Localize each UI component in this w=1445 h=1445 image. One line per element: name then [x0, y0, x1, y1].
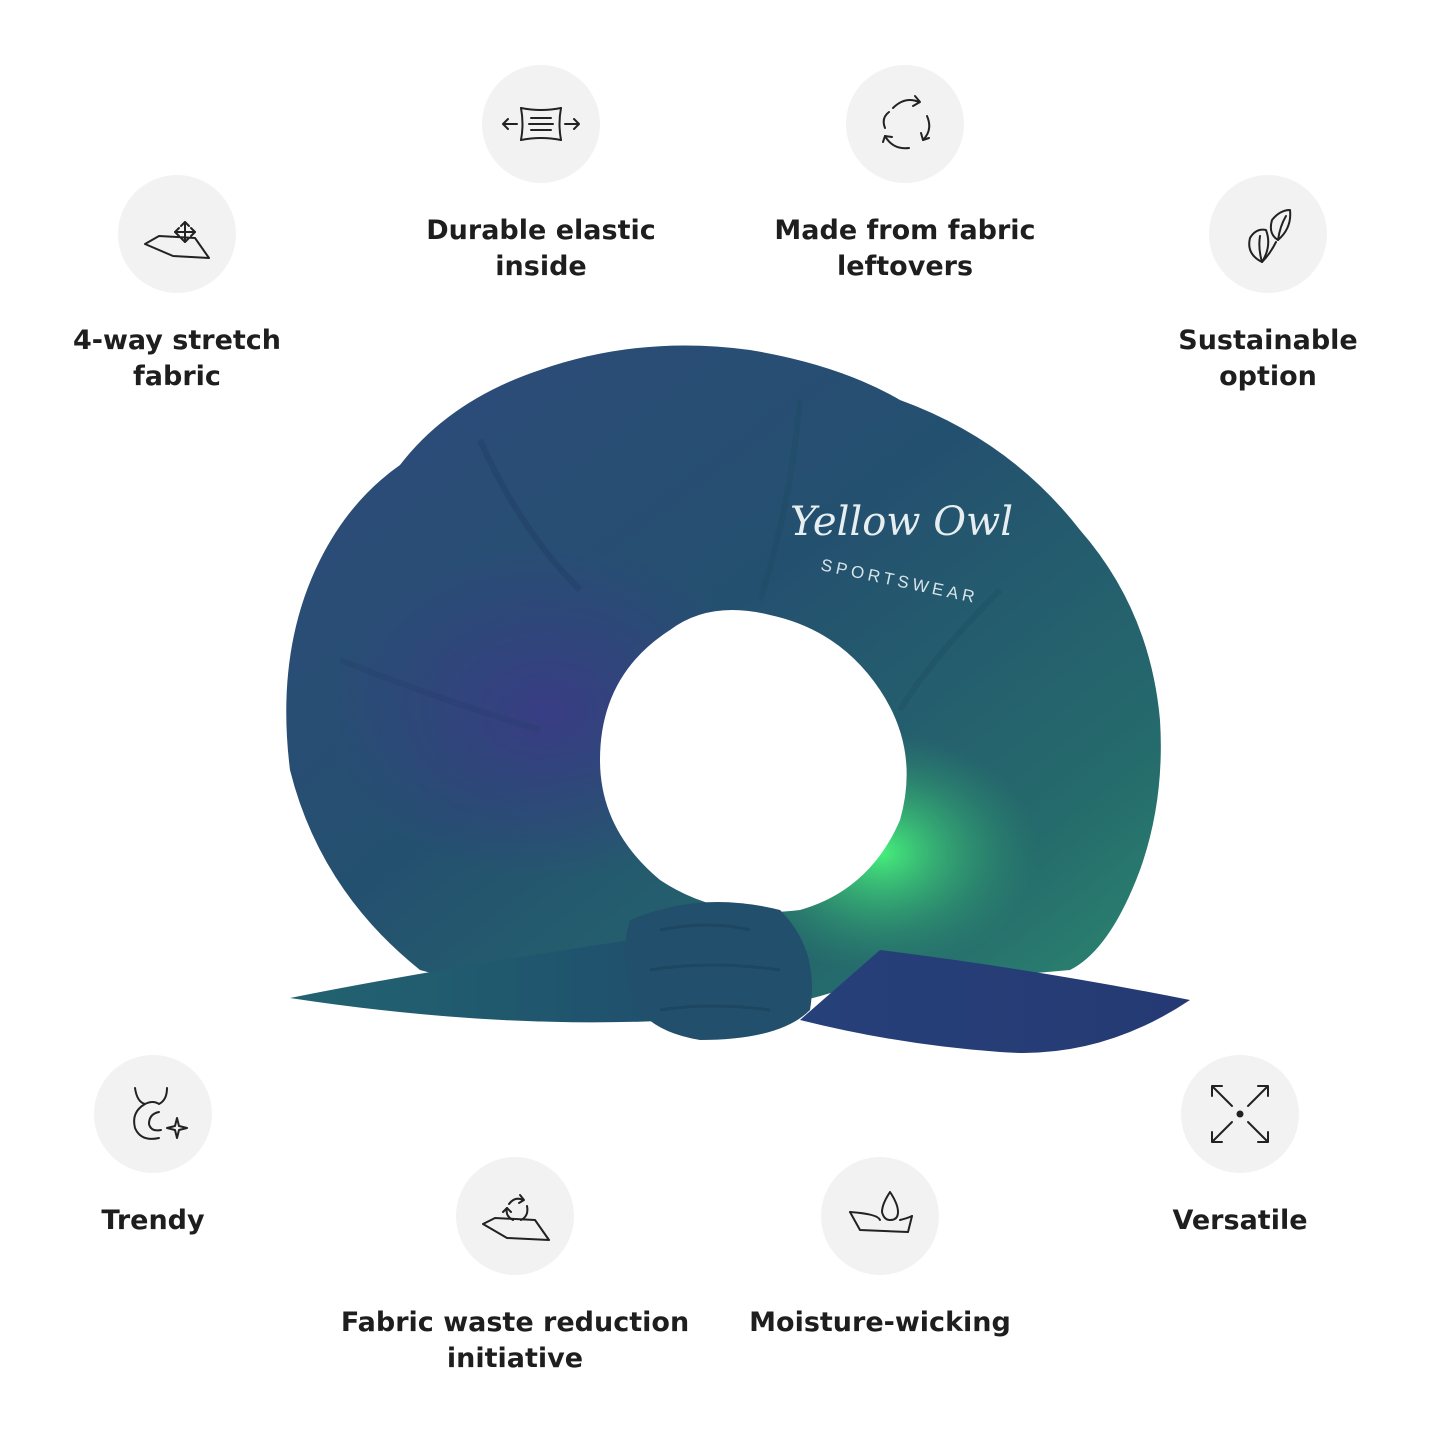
feature-label: Trendy	[101, 1205, 205, 1236]
trendy-icon	[94, 1055, 212, 1173]
water-drop-icon	[821, 1157, 939, 1275]
feature-waste-reduction: Fabric waste reduction initiative	[335, 1157, 695, 1377]
leaves-icon	[1209, 175, 1327, 293]
scrunchie-product-image: Yellow Owl SPORTSWEAR	[286, 345, 1190, 1053]
feature-label: 4-way stretch fabric	[72, 325, 282, 392]
feature-fabric-leftovers: Made from fabric leftovers	[725, 65, 1085, 285]
fabric-recycle-icon	[456, 1157, 574, 1275]
feature-label: Durable elastic inside	[426, 215, 656, 282]
feature-label: Moisture-wicking	[749, 1307, 1011, 1338]
feature-label: Fabric waste reduction initiative	[340, 1307, 690, 1374]
feature-label: Made from fabric leftovers	[774, 215, 1036, 282]
feature-durable-elastic: Durable elastic inside	[361, 65, 721, 285]
brand-logo: Yellow Owl SPORTSWEAR	[790, 499, 1013, 607]
stretch-fabric-icon	[118, 175, 236, 293]
feature-versatile: Versatile	[1060, 1055, 1420, 1239]
feature-trendy: Trendy	[0, 1055, 333, 1239]
feature-sustainable: Sustainable option	[1088, 175, 1445, 395]
feature-moisture-wicking: Moisture-wicking	[700, 1157, 1060, 1341]
feature-label: Sustainable option	[1178, 325, 1358, 392]
expand-arrows-icon	[1181, 1055, 1299, 1173]
svg-text:Yellow Owl: Yellow Owl	[790, 499, 1013, 545]
recycle-icon	[846, 65, 964, 183]
feature-stretch-fabric: 4-way stretch fabric	[0, 175, 357, 395]
elastic-icon	[482, 65, 600, 183]
feature-label: Versatile	[1172, 1205, 1308, 1236]
